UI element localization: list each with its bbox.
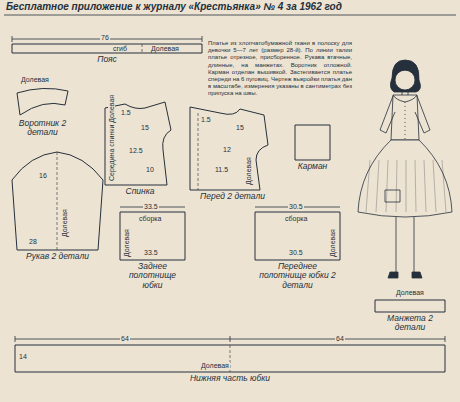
sleeve-piece: Рукав 2 детали <box>10 150 105 261</box>
page-title: Бесплатное приложение к журналу «Крестья… <box>6 1 342 12</box>
pattern-note: Долевая <box>20 76 50 83</box>
fold-line <box>198 113 199 190</box>
dimension-number: 10 <box>145 166 155 173</box>
dimension-number: 14 <box>18 353 28 360</box>
pattern-note: сгиб <box>112 45 128 52</box>
pattern-note: сборка <box>284 215 308 222</box>
dimension-number: 12 <box>222 146 232 153</box>
piece-name: Перед 2 детали <box>190 192 275 201</box>
piece-outline <box>15 85 72 119</box>
dimension-number: 1.5 <box>200 116 212 123</box>
fold-line <box>57 152 58 250</box>
piece-name: Пояс <box>12 55 202 64</box>
cut-line <box>255 212 340 260</box>
dimension-number: 33.5 <box>143 203 159 210</box>
dimension-number: 12.5 <box>128 147 144 154</box>
piece-name: Карман <box>295 162 330 171</box>
pocket-piece: Карман <box>295 125 330 171</box>
cut-line <box>12 44 202 53</box>
dimension-number: 1.5 <box>120 109 132 116</box>
description-text: Платье из хлопчатобумажной ткани в полос… <box>208 40 352 98</box>
cut-line <box>375 300 445 312</box>
dimension-number: 33.5 <box>143 249 159 256</box>
cut-line <box>190 107 268 190</box>
pattern-note: Долевая <box>395 289 425 296</box>
piece-outline <box>10 150 107 252</box>
piece-outline <box>15 345 447 374</box>
pattern-note: сборка <box>138 215 162 222</box>
piece-outline <box>295 125 332 162</box>
header-rule <box>4 15 456 16</box>
dimension-number: 28 <box>28 238 38 245</box>
dimension-number: 15 <box>235 124 245 131</box>
stripe-texture <box>366 160 446 212</box>
skirt-hem-piece: Нижняя часть юбки <box>15 345 445 383</box>
piece-outline <box>105 100 177 187</box>
pattern-note: Долевая <box>150 45 180 52</box>
dimension-number: 15 <box>140 124 150 131</box>
pattern-note: Долевая <box>123 228 130 258</box>
cuff-piece: Манжета 2 детали <box>375 300 445 333</box>
piece-name: Воротник 2 детали <box>15 119 70 138</box>
pattern-note: Долевая <box>329 228 336 258</box>
piece-name: Переднее полотнище юбки 2 детали <box>255 262 340 290</box>
cut-line <box>17 88 68 115</box>
pattern-note: Долевая <box>61 208 68 238</box>
dimension-number: 11.5 <box>214 166 229 173</box>
piece-name: Заднее полотнище юбки <box>120 262 185 290</box>
cut-line <box>15 345 445 372</box>
pattern-note: Долевая <box>245 156 252 186</box>
cut-line <box>295 125 330 160</box>
pattern-note: Середина спинки Долевая <box>108 94 115 182</box>
dimension-number: 76 <box>100 34 110 41</box>
dimension-number: 64 <box>335 335 345 342</box>
piece-name: Спинка <box>105 187 175 196</box>
piece-name: Рукав 2 детали <box>10 252 105 261</box>
collar-piece: Воротник 2 детали <box>15 85 70 138</box>
fold-line <box>142 44 143 53</box>
piece-outline <box>375 300 447 314</box>
dimension-number: 16 <box>38 172 48 179</box>
dimension-number: 30.5 <box>288 249 304 256</box>
cut-line <box>12 152 103 250</box>
girl-figure <box>358 60 452 278</box>
piece-name: Нижняя часть юбки <box>15 374 445 383</box>
cut-line <box>120 212 185 260</box>
dimension-line <box>15 336 445 342</box>
dimension-number: 30.5 <box>288 203 304 210</box>
piece-name: Манжета 2 детали <box>375 314 445 333</box>
dimension-number: 64 <box>120 335 130 342</box>
pattern-note: Долевая <box>200 362 230 369</box>
